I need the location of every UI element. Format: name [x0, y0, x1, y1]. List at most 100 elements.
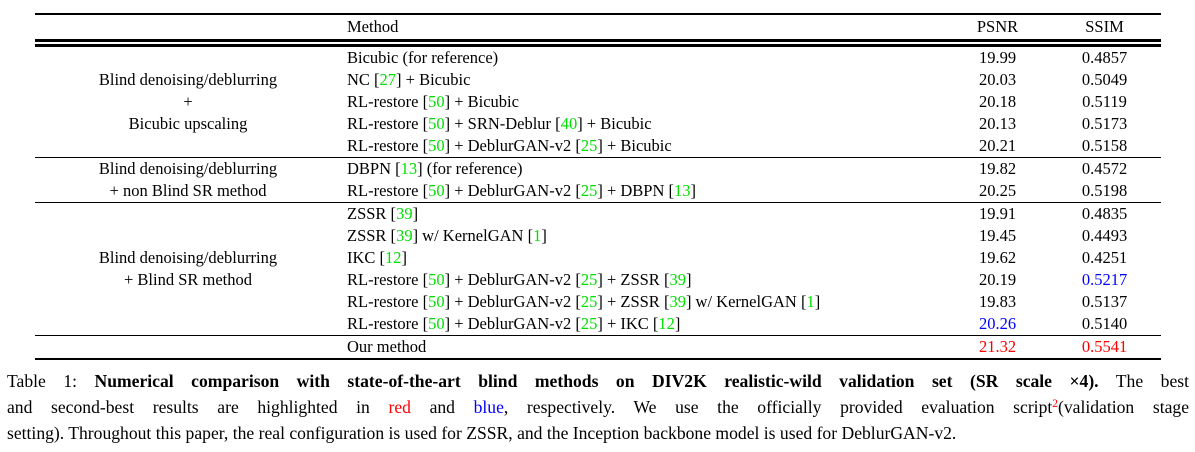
citation-link[interactable]: 12	[658, 314, 675, 333]
citation-link[interactable]: 39	[669, 292, 686, 311]
citation-link[interactable]: 50	[428, 270, 445, 289]
footnote-link[interactable]: 2	[1052, 398, 1059, 410]
method-cell: ZSSR [39]	[341, 202, 947, 225]
citation-link[interactable]: 25	[580, 314, 598, 333]
psnr-cell: 20.13	[978, 114, 1017, 133]
method-text: ZSSR [	[347, 204, 397, 223]
method-text: ] + Bicubic	[444, 92, 519, 111]
method-cell: DBPN [13] (for reference)	[341, 157, 947, 180]
ssim-cell: 0.4835	[1048, 202, 1161, 225]
psnr-cell: 19.62	[978, 248, 1017, 267]
citation-link[interactable]: 39	[669, 270, 686, 289]
citation-link[interactable]: 50	[428, 114, 445, 133]
method-text: RL-restore [	[347, 292, 429, 311]
psnr-cell: 20.18	[978, 92, 1017, 111]
method-text: ] + DBPN [	[597, 181, 675, 200]
citation-link[interactable]: 12	[385, 248, 402, 267]
citation-link[interactable]: 1	[533, 226, 542, 245]
method-text: RL-restore [	[347, 270, 429, 289]
group-label-cell: Blind denoising/deblurring + non Blind SR…	[35, 157, 341, 203]
ssim-cell: 0.4572	[1048, 157, 1161, 180]
psnr-cell: 19.45	[978, 226, 1017, 245]
caption-text: and second-best results are highlighted …	[7, 397, 389, 417]
method-text: ] + ZSSR [	[597, 292, 670, 311]
citation-link[interactable]: 1	[806, 292, 815, 311]
group-label-cell: Blind denoising/deblurring+Bicubic upsca…	[35, 42, 341, 158]
red-highlight-word: red	[388, 397, 411, 417]
psnr-cell: 19.82	[947, 157, 1048, 180]
method-text: ]	[674, 314, 681, 333]
citation-link[interactable]: 50	[428, 92, 445, 111]
group-label-line: Blind denoising/deblurring	[98, 70, 278, 89]
method-text: ] + IKC [	[597, 314, 659, 333]
method-cell: RL-restore [50] + SRN-Deblur [40] + Bicu…	[341, 113, 947, 135]
caption-text: setting). Throughout this paper, the rea…	[7, 423, 957, 443]
citation-link[interactable]: 25	[580, 136, 598, 155]
table-row: Blind denoising/deblurring + non Blind SR…	[35, 157, 1161, 203]
ssim-column-header: SSIM	[1048, 13, 1161, 47]
citation-link[interactable]: 25	[580, 292, 598, 311]
method-text: ]	[412, 204, 419, 223]
citation-link[interactable]: 50	[428, 314, 445, 333]
method-text: RL-restore [	[347, 92, 429, 111]
method-cell: Our method	[341, 335, 947, 360]
ssim-cell: 0.4857	[1048, 42, 1161, 69]
citation-link[interactable]: 50	[428, 181, 445, 200]
table-row: RL-restore [50] + SRN-Deblur [40] + Bicu…	[35, 113, 1161, 135]
method-text: ]	[401, 248, 408, 267]
results-table-body: Blind denoising/deblurring+Bicubic upsca…	[35, 42, 1161, 360]
table-row: RL-restore [50] + DeblurGAN-v2 [25] + Bi…	[35, 135, 1161, 158]
citation-link[interactable]: 13	[400, 159, 418, 178]
group-label-line: + Blind SR method	[123, 270, 253, 289]
table-row: Blind denoising/deblurring+Bicubic upsca…	[35, 42, 1161, 158]
group-label-line: + non Blind SR method	[109, 181, 267, 200]
method-text: NC [	[347, 70, 380, 89]
citation-link[interactable]: 50	[428, 136, 445, 155]
method-text: ] + Bicubic	[597, 136, 672, 155]
table-row: RL-restore [50] + DeblurGAN-v2 [25] + DB…	[35, 180, 1161, 203]
method-cell: RL-restore [50] + Bicubic	[341, 91, 947, 113]
ssim-cell: 0.5541	[1048, 335, 1161, 360]
ssim-cell: 0.5217	[1081, 270, 1128, 289]
method-text: Our method	[347, 337, 427, 356]
method-text: ] + DeblurGAN-v2 [	[444, 136, 581, 155]
table-row: RL-restore [50] + DeblurGAN-v2 [25] + ZS…	[35, 269, 1161, 291]
citation-link[interactable]: 25	[580, 270, 598, 289]
group-column-header	[35, 13, 341, 47]
psnr-cell: 19.99	[947, 42, 1048, 69]
citation-link[interactable]: 50	[428, 292, 445, 311]
citation-link[interactable]: 39	[396, 226, 413, 245]
citation-link[interactable]: 25	[580, 181, 598, 200]
method-text: ] w/ KernelGAN [	[412, 226, 534, 245]
method-text: RL-restore [	[347, 181, 429, 200]
citation-link[interactable]: 40	[560, 114, 578, 133]
group-label-line: Blind denoising/deblurring	[98, 159, 278, 178]
method-text: ZSSR [	[347, 226, 397, 245]
citation-link[interactable]: 13	[674, 181, 691, 200]
group-label-line: Bicubic upscaling	[128, 114, 248, 133]
method-text: ]	[685, 270, 692, 289]
citation-link[interactable]: 27	[379, 70, 397, 89]
table-row: RL-restore [50] + DeblurGAN-v2 [25] + ZS…	[35, 291, 1161, 313]
psnr-cell: 19.91	[947, 202, 1048, 225]
citation-link[interactable]: 39	[396, 204, 413, 223]
caption-text: (validation stage	[1058, 397, 1190, 417]
caption-text: The best	[1098, 371, 1189, 391]
method-text: IKC [	[347, 248, 386, 267]
method-text: ] + Bicubic	[396, 70, 471, 89]
caption-line: Table 1: Numerical comparison with state…	[7, 368, 1189, 394]
method-text: RL-restore [	[347, 114, 429, 133]
method-cell: IKC [12]	[341, 247, 947, 269]
method-text: ] w/ KernelGAN [	[685, 292, 807, 311]
ssim-cell: 0.5049	[1081, 70, 1128, 89]
method-text: ] + DeblurGAN-v2 [	[444, 270, 581, 289]
method-cell: RL-restore [50] + DeblurGAN-v2 [25] + IK…	[341, 313, 947, 336]
method-text: ] + DeblurGAN-v2 [	[444, 292, 581, 311]
blue-highlight-word: blue	[473, 397, 504, 417]
method-text: ]	[541, 226, 547, 245]
caption-line: setting). Throughout this paper, the rea…	[7, 420, 1189, 446]
method-cell: RL-restore [50] + DeblurGAN-v2 [25] + ZS…	[341, 291, 947, 313]
ssim-cell: 0.5137	[1081, 292, 1128, 311]
